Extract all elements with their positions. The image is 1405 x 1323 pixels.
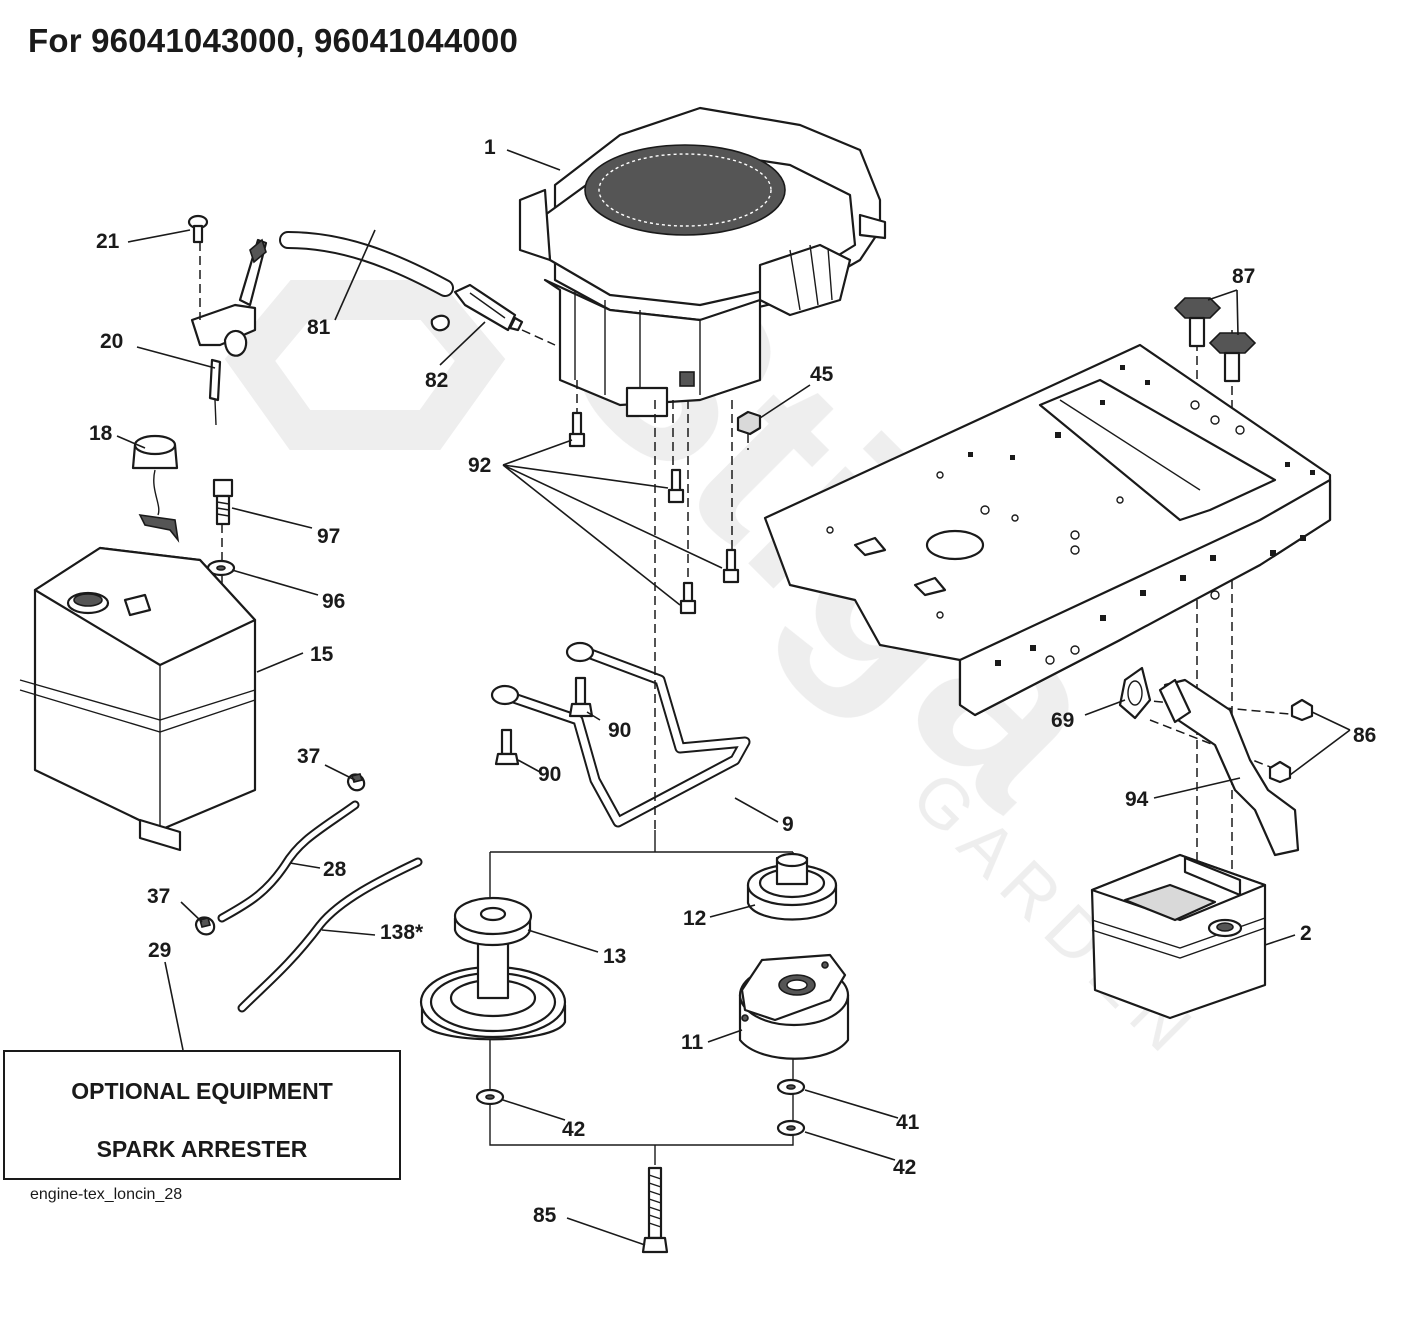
- fuel-filter-part-82: [430, 283, 524, 332]
- clutch-part-11: [738, 953, 850, 1060]
- callout-90-lower: 90: [538, 763, 561, 786]
- bolt-part-92-a: [568, 411, 586, 448]
- callout-13: 13: [603, 945, 626, 968]
- hose-part-138: [237, 857, 423, 1013]
- bolt-part-92-c: [722, 548, 740, 584]
- bolt-part-90-lower: [494, 728, 520, 766]
- knob-part-87-right: [1208, 332, 1257, 383]
- optional-equipment-box: OPTIONAL EQUIPMENT SPARK ARRESTER: [3, 1050, 401, 1180]
- bracket-part-9: [490, 641, 751, 828]
- callout-20: 20: [100, 330, 123, 353]
- callout-45: 45: [810, 363, 834, 386]
- callout-69: 69: [1051, 709, 1074, 732]
- knob-part-87-left: [1173, 297, 1222, 348]
- callout-12: 12: [683, 907, 706, 930]
- bolt-part-85: [641, 1166, 669, 1254]
- callout-2: 2: [1300, 922, 1312, 945]
- bolt-part-90-upper: [568, 676, 594, 718]
- callout-9: 9: [782, 813, 794, 836]
- nut-part-86-lower: [1268, 760, 1292, 784]
- pulley-part-13: [419, 896, 567, 1041]
- callout-96: 96: [322, 590, 345, 613]
- nut-part-45: [736, 410, 762, 436]
- callout-82: 82: [425, 369, 448, 392]
- engine-part-1: [518, 106, 887, 418]
- spark-arrester-label: SPARK ARRESTER: [96, 1136, 308, 1162]
- callout-42-left: 42: [562, 1118, 585, 1141]
- callout-42-right: 42: [893, 1156, 916, 1179]
- muffler-part-2: [1090, 853, 1267, 1020]
- leader-lines: [116, 149, 1351, 1246]
- bolt-part-97: [212, 478, 234, 526]
- callout-94: 94: [1125, 788, 1149, 811]
- callout-87: 87: [1232, 265, 1255, 288]
- washer-part-42-left: [475, 1088, 505, 1106]
- callout-41: 41: [896, 1111, 920, 1134]
- callout-15: 15: [310, 643, 334, 666]
- callout-21: 21: [96, 230, 120, 253]
- callout-18: 18: [89, 422, 113, 445]
- callout-92: 92: [468, 454, 491, 477]
- callout-labels: 1 21 20 18 97 96 15 81 82 45 92 87 37 28…: [89, 136, 1376, 1227]
- clamp-part-37-lower: [194, 916, 216, 936]
- callout-1: 1: [484, 136, 496, 159]
- washer-part-96: [206, 559, 236, 577]
- optional-equipment-label: OPTIONAL EQUIPMENT: [71, 1078, 333, 1104]
- bolt-part-92-b: [667, 468, 685, 504]
- callout-37-lower: 37: [147, 885, 170, 908]
- exhaust-pipe-part-94: [1158, 678, 1300, 857]
- fuel-cap-part-18: [131, 434, 180, 543]
- callout-90-upper: 90: [608, 719, 631, 742]
- callout-85: 85: [533, 1204, 557, 1227]
- nut-part-86-upper: [1290, 698, 1314, 722]
- callout-138: 138*: [380, 921, 424, 944]
- watermark-logo-icon: [224, 280, 506, 450]
- callout-81: 81: [307, 316, 331, 339]
- callout-29: 29: [148, 939, 171, 962]
- throttle-control-part-20: [190, 238, 268, 426]
- callout-37-upper: 37: [297, 745, 320, 768]
- screw-part-21: [187, 214, 209, 244]
- fuel-tank-part-15: [19, 546, 257, 852]
- hose-part-28: [217, 800, 360, 923]
- page-title: For 96041043000, 96041044000: [28, 22, 519, 59]
- callout-28: 28: [323, 858, 347, 881]
- callout-97: 97: [317, 525, 340, 548]
- washer-part-41: [776, 1078, 806, 1096]
- clamp-part-37-upper: [346, 773, 366, 792]
- callout-86: 86: [1353, 724, 1376, 747]
- gasket-part-69: [1118, 666, 1152, 720]
- chassis-frame: [763, 343, 1332, 717]
- idler-pulley-part-12: [746, 852, 838, 921]
- diagram-code: engine-tex_loncin_28: [30, 1186, 183, 1203]
- callout-11: 11: [681, 1031, 704, 1054]
- washer-part-42-right: [776, 1119, 806, 1137]
- bolt-part-92-d: [679, 581, 697, 615]
